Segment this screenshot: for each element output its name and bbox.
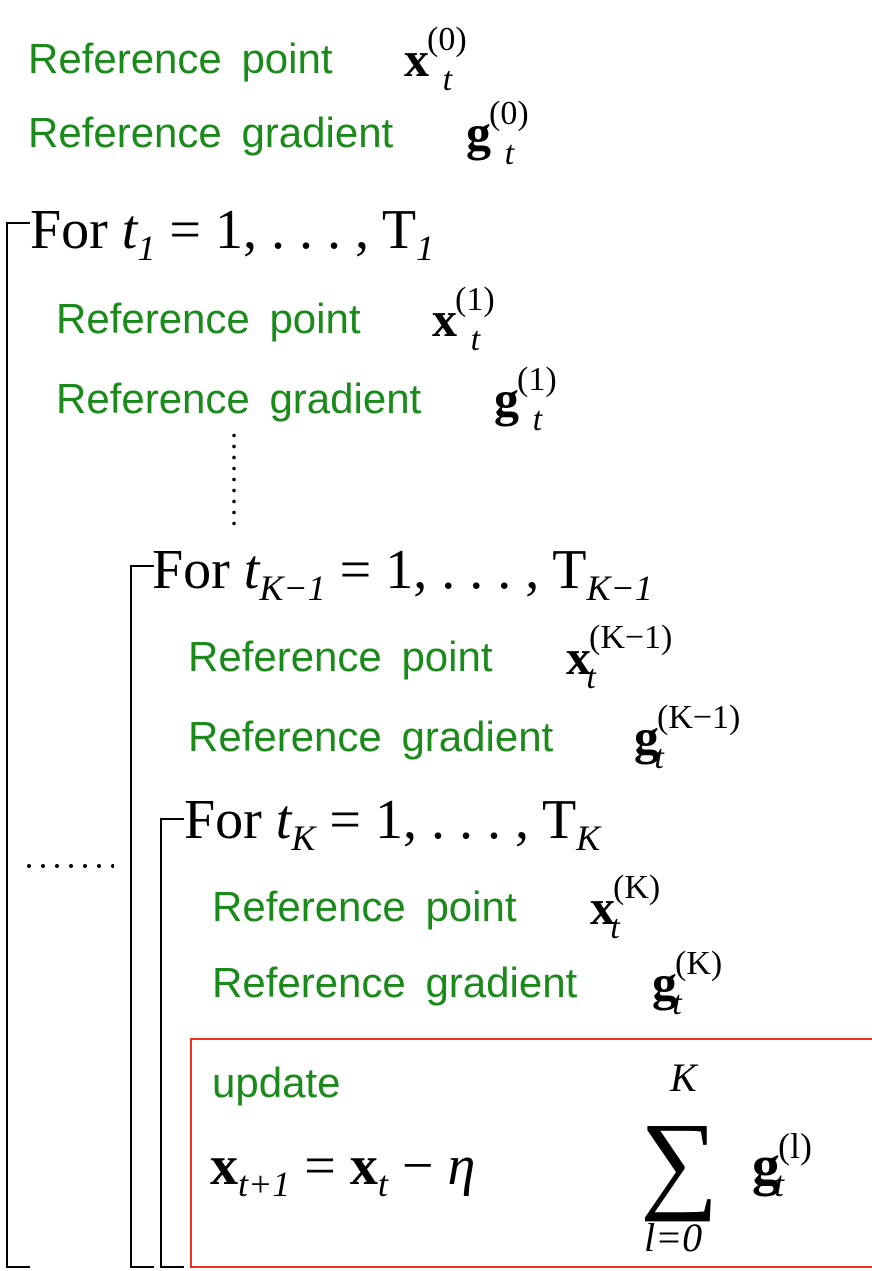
levelK-1-point-symbol: x(K−1)t xyxy=(566,619,673,696)
update-box xyxy=(190,1038,872,1268)
update-equation-lhs: xt+1 = xt − η xyxy=(210,1135,476,1204)
sum-upper-limit: K xyxy=(670,1055,697,1100)
levelK-point-symbol: x(K)t xyxy=(590,869,661,946)
loop1-bracket xyxy=(6,222,30,1268)
loopK-bracket xyxy=(160,818,184,1268)
levelK-gradient-label: Reference gradient xyxy=(212,959,578,1006)
level0-gradient-symbol: g(0)t xyxy=(466,95,529,172)
level0-point-symbol: x(0)t xyxy=(404,21,467,98)
levelK-1-point-label: Reference point xyxy=(188,633,493,680)
horizontal-ellipsis xyxy=(22,864,114,868)
sum-symbol: ∑ xyxy=(640,1100,719,1222)
levelK-gradient-symbol: g(K)t xyxy=(652,945,723,1022)
update-equation-gradient: g(l)t xyxy=(752,1126,812,1204)
vertical-ellipsis xyxy=(232,430,236,526)
loopK-1-bracket xyxy=(130,565,154,1268)
loopK-1-header: For tK−1 = 1, . . . , TK−1 xyxy=(152,539,653,608)
sum-lower-limit: l=0 xyxy=(644,1215,703,1260)
levelK-1-gradient-symbol: g(K−1)t xyxy=(634,699,741,776)
loop1-header: For t1 = 1, . . . , T1 xyxy=(30,199,435,268)
level1-gradient-label: Reference gradient xyxy=(56,375,422,422)
level1-point-label: Reference point xyxy=(56,295,361,342)
loopK-header: For tK = 1, . . . , TK xyxy=(184,789,601,858)
level0-gradient-label: Reference gradient xyxy=(28,109,394,156)
level1-gradient-symbol: g(1)t xyxy=(494,361,557,438)
levelK-point-label: Reference point xyxy=(212,883,517,930)
level0-point-label: Reference point xyxy=(28,35,333,82)
update-label: update xyxy=(212,1059,341,1106)
levelK-1-gradient-label: Reference gradient xyxy=(188,713,554,760)
level1-point-symbol: x(1)t xyxy=(432,281,495,358)
